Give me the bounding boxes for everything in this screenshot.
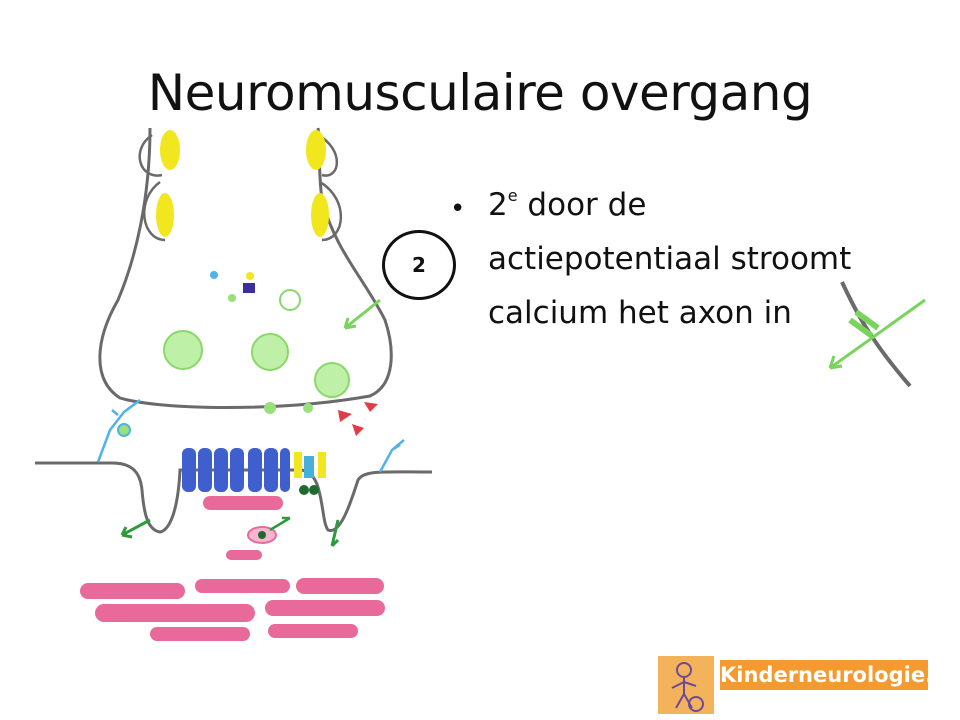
myelin-loop-right — [317, 133, 343, 242]
receptor — [230, 448, 244, 492]
child-figure-icon — [658, 656, 714, 714]
muscle-fibre — [150, 627, 250, 641]
step-number: 2 — [412, 253, 426, 277]
receptor — [182, 448, 196, 492]
vesicle — [279, 289, 301, 311]
green-arrow-left — [120, 518, 151, 539]
vesicle — [303, 403, 313, 413]
calcium-channel — [156, 193, 174, 237]
vesicles — [163, 289, 350, 414]
muscle-fibre — [226, 550, 262, 560]
channel-yellow — [294, 452, 302, 478]
calcium-channel — [311, 193, 329, 237]
muscle-fibre — [203, 496, 283, 510]
red-marker — [338, 410, 352, 422]
muscle-nucleus-core — [258, 531, 266, 539]
muscle-fibre — [80, 583, 185, 599]
calcium-channel — [306, 130, 326, 170]
bullet-line-3: calcium het axon in — [488, 295, 792, 331]
receptor — [198, 448, 212, 492]
ion-dot — [210, 271, 218, 279]
inset-membrane — [840, 281, 912, 388]
myelin-loop-left — [138, 133, 166, 242]
superscript: e — [507, 186, 518, 205]
inset-channel — [848, 309, 880, 339]
red-marker — [364, 402, 378, 412]
red-marker — [352, 424, 364, 436]
channel-yellow — [318, 452, 326, 478]
green-arrow-muscle — [269, 516, 291, 532]
bullet-line-1: 2e door de — [488, 186, 647, 223]
receptor — [248, 448, 262, 492]
ion-dot — [228, 294, 236, 302]
muscle-fibre — [296, 578, 384, 594]
logo-text[interactable]: Kinderneurologie.eu — [720, 660, 960, 690]
bullet-dot-icon: • — [450, 194, 466, 224]
vesicle — [314, 362, 350, 398]
vesicle — [251, 333, 289, 371]
muscle-fibre — [95, 604, 255, 622]
muscle-fibre — [268, 624, 358, 638]
receptors — [182, 448, 326, 495]
green-arrow-right — [330, 519, 340, 548]
ion-dot — [246, 272, 254, 280]
calcium-channel — [160, 130, 180, 170]
enzyme-block — [243, 283, 255, 293]
inset-arrow — [828, 298, 926, 370]
ion-dot — [309, 485, 319, 495]
receptor — [214, 448, 228, 492]
ion-dot — [299, 485, 309, 495]
step-badge: 2 — [382, 230, 456, 300]
calcium-influx-arrow — [343, 298, 381, 330]
channel-blue — [304, 456, 314, 478]
bullet-text: 2e door de actiepotentiaal stroomt calci… — [488, 178, 908, 340]
receptor — [280, 448, 290, 492]
anchor-right — [378, 439, 405, 473]
receptor — [264, 448, 278, 492]
muscle-fibres — [80, 496, 385, 641]
vesicle — [264, 402, 276, 414]
muscle-fibre — [195, 579, 290, 593]
zoom-inset — [815, 276, 930, 388]
vesicle — [163, 330, 203, 370]
anchor-left — [96, 399, 141, 463]
bullet-line-2: actiepotentiaal stroomt — [488, 241, 852, 277]
slide-title: Neuromusculaire overgang — [147, 64, 813, 122]
axon-membrane-left — [98, 127, 393, 409]
anchor-left-head — [117, 423, 131, 437]
muscle-fibre — [265, 600, 385, 616]
